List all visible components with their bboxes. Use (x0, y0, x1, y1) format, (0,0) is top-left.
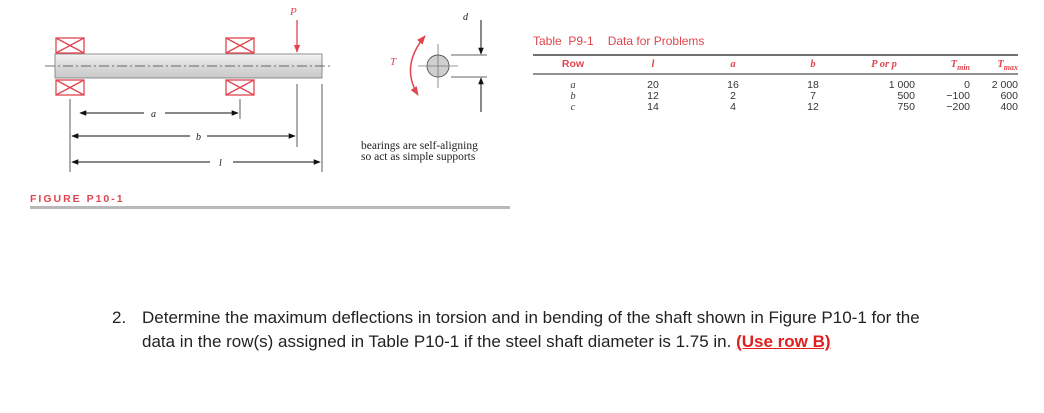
cell-a: 2 (730, 90, 736, 102)
cell-tmax: 2 000 (991, 79, 1018, 91)
cell-tmin: −200 (946, 101, 970, 113)
cell-tmin: 0 (964, 79, 970, 91)
table-id: Table P9-1 (533, 34, 594, 48)
diameter-label: d (463, 12, 469, 23)
dim-l-label: l (219, 158, 222, 169)
table-row: c 14 4 12 750 −200 400 (533, 101, 1018, 114)
header-b: b (810, 59, 816, 70)
question-number: 2. (112, 308, 127, 327)
table-title-text: Data for Problems (607, 34, 705, 48)
cell-p: 1 000 (888, 79, 915, 91)
table-row: b 12 2 7 500 −100 600 (533, 90, 1018, 103)
bearing-right (225, 37, 255, 96)
cell-a: 16 (727, 79, 739, 91)
table-header-row: Row l a b P or p Tmin Tmax (533, 56, 1018, 73)
header-tmax: Tmax (997, 59, 1018, 73)
cell-row: b (570, 91, 576, 102)
cell-row: c (570, 102, 576, 113)
load-label: P (289, 6, 297, 18)
table-row: a 20 16 18 1 000 0 2 000 (533, 79, 1018, 92)
header-p: P or p (871, 59, 897, 70)
note-line-1: bearings are self-aligning (361, 140, 478, 152)
table-top-rule (533, 54, 1018, 56)
table-title: Table P9-1 Data for Problems (533, 34, 1018, 50)
shaft-diagram: P a b l T d (45, 6, 487, 172)
torque-arrow (409, 35, 426, 96)
header-a: a (730, 59, 736, 70)
cell-row: a (570, 80, 576, 91)
header-l: l (651, 59, 655, 70)
header-row: Row (561, 58, 585, 70)
question-highlight: (Use row B) (736, 332, 831, 351)
cell-tmax: 400 (1000, 101, 1018, 113)
figure-caption: FIGURE P10-1 (30, 193, 125, 205)
caption-divider (30, 206, 510, 209)
cell-p: 500 (897, 90, 915, 102)
cell-tmin: −100 (946, 90, 970, 102)
cell-p: 750 (897, 101, 915, 113)
table-header-rule (533, 73, 1018, 75)
dim-a-label: a (151, 109, 156, 120)
cell-b: 7 (810, 90, 816, 102)
cell-a: 4 (730, 101, 736, 113)
data-table: Table P9-1 Data for Problems Row l a b P … (533, 34, 1018, 113)
cell-b: 18 (807, 79, 819, 91)
bearing-left (55, 37, 85, 96)
cell-l: 12 (647, 90, 659, 102)
dim-b-label: b (196, 132, 201, 143)
note-line-2: so act as simple supports (361, 151, 476, 163)
bearing-note: bearings are self-aligning so act as sim… (361, 140, 478, 163)
question-text: Determine the maximum deflections in tor… (142, 306, 942, 354)
figure-p10-1: P a b l T d (0, 0, 520, 220)
question-body: Determine the maximum deflections in tor… (142, 308, 920, 351)
torque-label: T (390, 56, 397, 68)
cell-l: 14 (647, 101, 659, 113)
header-tmin: Tmin (950, 59, 970, 73)
cell-l: 20 (647, 79, 659, 91)
cell-b: 12 (807, 101, 819, 113)
question-item: 2. Determine the maximum deflections in … (112, 306, 942, 354)
cell-tmax: 600 (1000, 90, 1018, 102)
